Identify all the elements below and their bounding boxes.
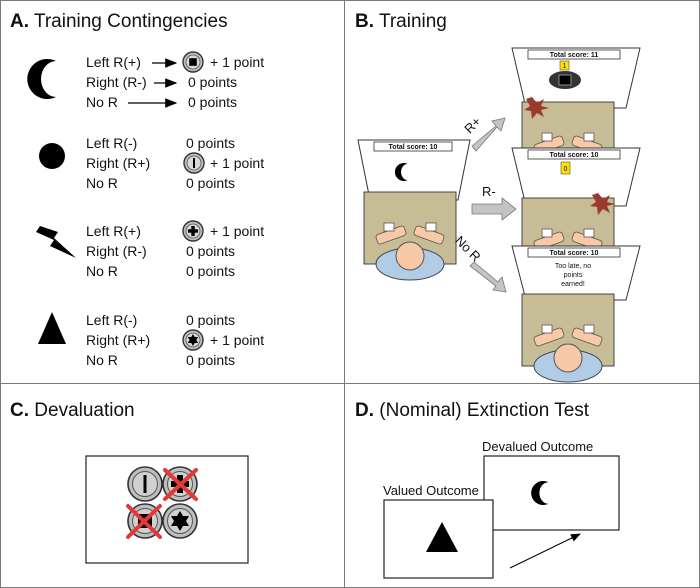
- late-message-line: earned!: [561, 281, 585, 288]
- point-badge: [560, 161, 571, 175]
- contingency-group-triangle: Left R(-) Right (R+) No R 0 points + 1 p…: [86, 312, 264, 368]
- outcome-scene-r-minus: Total score: 10 0: [511, 147, 641, 287]
- star-coin-icon: [162, 503, 198, 539]
- response-label: No R: [86, 175, 118, 191]
- point-badge: [559, 60, 570, 71]
- panel-c-title: Devaluation: [34, 400, 134, 421]
- points-label: 0 points: [186, 175, 235, 191]
- svg-text:A. Training Contingencies: A. Training Contingencies: [10, 11, 228, 32]
- person-at-table: [363, 191, 457, 281]
- contingency-group-circle: Left R(-) Right (R+) No R 0 points + 1 p…: [86, 135, 264, 191]
- person-at-table: [521, 293, 615, 383]
- devalued-outcome-label: Devalued Outcome: [482, 439, 593, 454]
- points-label: 0 points: [186, 312, 235, 328]
- valued-outcome-label: Valued Outcome: [383, 483, 479, 498]
- panel-d-title: (Nominal) Extinction Test: [379, 400, 590, 421]
- panel-a-title: Training Contingencies: [34, 11, 228, 32]
- bar-coin-icon: [127, 466, 163, 502]
- devalued-screen: [483, 455, 620, 531]
- panel-d: D. (Nominal) Extinction Test Devalued Ou…: [355, 400, 620, 579]
- stimulus-moon-icon: [27, 59, 56, 99]
- main-trial-scene: Total score: 10: [357, 139, 471, 281]
- devalue-x-icon: [163, 468, 198, 501]
- panel-b-title: Training: [379, 11, 447, 32]
- outcome-scene-no-r: Total score: 10 Too late, no points earn…: [511, 245, 641, 383]
- panel-d-letter: D.: [355, 400, 374, 421]
- response-label: No R: [86, 263, 118, 279]
- response-label: No R: [86, 352, 118, 368]
- time-arrow-icon: [509, 533, 581, 569]
- response-label: Left R(+): [86, 54, 141, 70]
- points-label: 0 points: [188, 94, 237, 110]
- contingency-group-lightning: Left R(+) Right (R-) No R + 1 point 0 po…: [86, 221, 264, 279]
- points-label: 0 points: [186, 243, 235, 259]
- panel-a-letter: A.: [10, 11, 29, 32]
- branch-arrow-r-minus: R-: [471, 184, 517, 221]
- points-label: + 1 point: [210, 155, 264, 171]
- points-label: 0 points: [186, 135, 235, 151]
- response-label: Right (R-): [86, 74, 147, 90]
- points-label: 0 points: [188, 74, 237, 90]
- bar-coin-icon: [184, 153, 204, 173]
- contingency-group-moon: Left R(+) Right (R-) No R + 1 point 0 po…: [86, 52, 264, 110]
- triangle-icon: [426, 522, 458, 552]
- response-label: Left R(+): [86, 223, 141, 239]
- keypress-burst-icon: [524, 97, 549, 119]
- panel-a: A. Training Contingencies Left R(+) Righ…: [10, 11, 264, 368]
- response-label: No R: [86, 94, 118, 110]
- points-label: 0 points: [186, 263, 235, 279]
- svg-text:B. Training: B. Training: [355, 11, 447, 32]
- branch-label-no-r: No R: [452, 233, 484, 265]
- panel-c-letter: C.: [10, 400, 29, 421]
- response-label: Right (R+): [86, 332, 150, 348]
- star-coin-icon: [183, 330, 203, 350]
- stimulus-triangle-icon: [38, 312, 66, 344]
- points-label: + 1 point: [210, 54, 264, 70]
- square-coin-icon: [183, 52, 203, 72]
- late-message-line: Too late, no: [555, 263, 591, 270]
- branch-label-r-plus: R+: [461, 114, 484, 137]
- total-score: Total score: 10: [550, 250, 599, 257]
- stimulus-lightning-icon: [36, 226, 76, 258]
- points-label: + 1 point: [210, 332, 264, 348]
- response-label: Left R(-): [86, 312, 137, 328]
- late-message-line: points: [564, 272, 583, 279]
- response-label: Right (R-): [86, 243, 147, 259]
- cross-coin-icon: [183, 221, 203, 241]
- total-score: Total score: 10: [550, 152, 599, 159]
- outcome-scene-r-plus: Total score: 11 1: [511, 47, 641, 191]
- panel-c: C. Devaluation: [10, 400, 249, 564]
- stimulus-circle-icon: [39, 143, 65, 169]
- panel-b-letter: B.: [355, 11, 374, 32]
- panel-b: B. Training Total score: 10 R+ R- No R T…: [355, 11, 641, 383]
- devalue-x-icon: [126, 504, 162, 539]
- svg-text:D. (Nominal) Extinction Test: D. (Nominal) Extinction Test: [355, 400, 590, 421]
- branch-label-r-minus: R-: [482, 184, 496, 199]
- keypress-burst-icon: [590, 193, 615, 215]
- response-label: Right (R+): [86, 155, 150, 171]
- branch-arrow-no-r: No R: [452, 233, 507, 293]
- svg-text:C. Devaluation: C. Devaluation: [10, 400, 135, 421]
- point-badge-value: 0: [564, 166, 568, 173]
- point-badge-value: 1: [563, 63, 567, 70]
- total-score: Total score: 11: [550, 52, 599, 59]
- response-label: Left R(-): [86, 135, 137, 151]
- points-label: 0 points: [186, 352, 235, 368]
- points-label: + 1 point: [210, 223, 264, 239]
- main-total-score: Total score: 10: [389, 144, 438, 151]
